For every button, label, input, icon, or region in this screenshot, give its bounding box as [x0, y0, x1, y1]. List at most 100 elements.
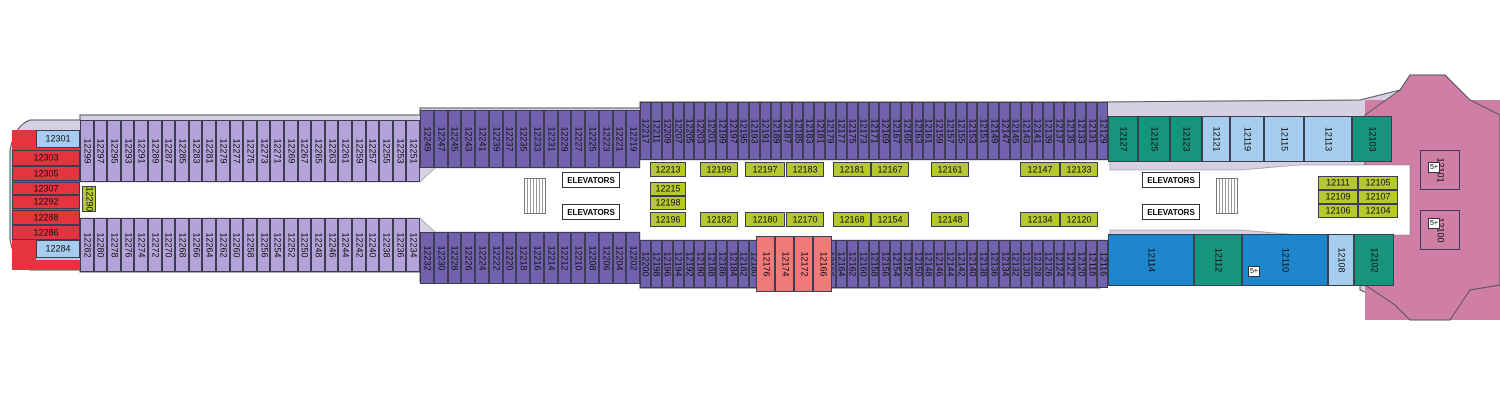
cabin-12241[interactable]: 12241 — [475, 110, 489, 168]
cabin-12153[interactable]: 12153 — [966, 102, 978, 160]
cabin-12114[interactable]: 12114 — [1108, 234, 1194, 286]
cabin-12189[interactable]: 12189 — [770, 102, 782, 160]
cabin-12245[interactable]: 12245 — [447, 110, 462, 168]
cabin-12100[interactable]: 12100 — [1420, 210, 1460, 250]
cabin-12246[interactable]: 12246 — [324, 218, 339, 272]
cabin-12174[interactable]: 12174 — [775, 236, 794, 292]
cabin-12229[interactable]: 12229 — [557, 110, 572, 168]
cabin-12134[interactable]: 12134 — [1020, 212, 1060, 227]
cabin-12122[interactable]: 12122 — [1064, 240, 1076, 288]
cabin-12111[interactable]: 12111 — [1318, 176, 1358, 190]
cabin-12132[interactable]: 12132 — [1010, 240, 1021, 288]
cabin-12263[interactable]: 12263 — [324, 120, 339, 182]
cabin-12257[interactable]: 12257 — [365, 120, 380, 182]
cabin-12184[interactable]: 12184 — [727, 240, 738, 288]
cabin-12237[interactable]: 12237 — [502, 110, 517, 168]
cabin-12239[interactable]: 12239 — [488, 110, 503, 168]
cabin-12262[interactable]: 12262 — [216, 218, 230, 272]
cabin-12161[interactable]: 12161 — [931, 162, 969, 177]
cabin-12280[interactable]: 12280 — [93, 218, 108, 272]
cabin-12240[interactable]: 12240 — [365, 218, 380, 272]
cabin-12293[interactable]: 12293 — [120, 120, 135, 182]
cabin-12168[interactable]: 12168 — [833, 212, 871, 227]
cabin-12197[interactable]: 12197 — [745, 162, 785, 177]
cabin-12275[interactable]: 12275 — [243, 120, 257, 182]
cabin-12225[interactable]: 12225 — [585, 110, 599, 168]
cabin-12224[interactable]: 12224 — [475, 232, 489, 284]
cabin-12234[interactable]: 12234 — [406, 218, 420, 272]
cabin-12119[interactable]: 12119 — [1230, 116, 1264, 162]
cabin-12179[interactable]: 12179 — [825, 102, 836, 160]
cabin-12155[interactable]: 12155 — [955, 102, 967, 160]
cabin-12161[interactable]: 12161 — [922, 102, 934, 160]
cabin-12190[interactable]: 12190 — [694, 240, 706, 288]
cabin-12212[interactable]: 12212 — [557, 232, 572, 284]
cabin-12197[interactable]: 12197 — [727, 102, 738, 160]
cabin-12136[interactable]: 12136 — [988, 240, 1000, 288]
cabin-12256[interactable]: 12256 — [256, 218, 271, 272]
cabin-12222[interactable]: 12222 — [488, 232, 503, 284]
cabin-12151[interactable]: 12151 — [977, 102, 989, 160]
cabin-12120[interactable]: 12120 — [1075, 240, 1087, 288]
cabin-12118[interactable]: 12118 — [1086, 240, 1098, 288]
cabin-12204[interactable]: 12204 — [612, 232, 627, 284]
cabin-12186[interactable]: 12186 — [716, 240, 728, 288]
cabin-12270[interactable]: 12270 — [161, 218, 176, 272]
cabin-12209[interactable]: 12209 — [661, 102, 673, 160]
cabin-12288[interactable]: 12288 — [12, 210, 80, 225]
cabin-12198[interactable]: 12198 — [650, 196, 686, 210]
cabin-12198[interactable]: 12198 — [650, 240, 662, 288]
cabin-12199[interactable]: 12199 — [716, 102, 728, 160]
cabin-12200[interactable]: 12200 — [640, 240, 651, 288]
cabin-12191[interactable]: 12191 — [759, 102, 771, 160]
cabin-12145[interactable]: 12145 — [1010, 102, 1021, 160]
cabin-12289[interactable]: 12289 — [148, 120, 162, 182]
cabin-12185[interactable]: 12185 — [792, 102, 804, 160]
cabin-12287[interactable]: 12287 — [161, 120, 176, 182]
cabin-12182[interactable]: 12182 — [700, 212, 738, 227]
cabin-12167[interactable]: 12167 — [890, 102, 902, 160]
cabin-12148[interactable]: 12148 — [931, 212, 969, 227]
cabin-12248[interactable]: 12248 — [311, 218, 325, 272]
cabin-12113[interactable]: 12113 — [1304, 116, 1352, 162]
cabin-12165[interactable]: 12165 — [901, 102, 913, 160]
cabin-12173[interactable]: 12173 — [857, 102, 869, 160]
cabin-12232[interactable]: 12232 — [420, 232, 434, 284]
cabin-12135[interactable]: 12135 — [1064, 102, 1076, 160]
cabin-12282[interactable]: 12282 — [80, 218, 94, 272]
cabin-12192[interactable]: 12192 — [683, 240, 695, 288]
cabin-12158[interactable]: 12158 — [868, 240, 880, 288]
cabin-12258[interactable]: 12258 — [243, 218, 257, 272]
cabin-12115[interactable]: 12115 — [1264, 116, 1304, 162]
cabin-12303[interactable]: 12303 — [12, 150, 80, 166]
cabin-12166[interactable]: 12166 — [813, 236, 832, 292]
cabin-12193[interactable]: 12193 — [748, 102, 760, 160]
cabin-12255[interactable]: 12255 — [379, 120, 393, 182]
cabin-12147[interactable]: 12147 — [999, 102, 1011, 160]
cabin-12103[interactable]: 12103 — [1352, 116, 1392, 162]
cabin-12143[interactable]: 12143 — [1020, 102, 1032, 160]
cabin-12236[interactable]: 12236 — [392, 218, 407, 272]
cabin-12107[interactable]: 12107 — [1358, 190, 1398, 204]
cabin-12124[interactable]: 12124 — [1053, 240, 1065, 288]
cabin-12267[interactable]: 12267 — [297, 120, 312, 182]
cabin-12106[interactable]: 12106 — [1318, 204, 1358, 218]
cabin-12260[interactable]: 12260 — [229, 218, 244, 272]
cabin-12123[interactable]: 12123 — [1170, 116, 1202, 162]
cabin-12142[interactable]: 12142 — [955, 240, 967, 288]
cabin-12227[interactable]: 12227 — [571, 110, 585, 168]
cabin-12129[interactable]: 12129 — [1097, 102, 1108, 160]
cabin-12164[interactable]: 12164 — [835, 240, 847, 288]
cabin-12187[interactable]: 12187 — [781, 102, 793, 160]
cabin-12221[interactable]: 12221 — [612, 110, 627, 168]
cabin-12211[interactable]: 12211 — [650, 102, 662, 160]
cabin-12203[interactable]: 12203 — [694, 102, 706, 160]
cabin-12292[interactable]: 12292 — [12, 195, 80, 209]
cabin-12216[interactable]: 12216 — [530, 232, 544, 284]
cabin-12215[interactable]: 12215 — [650, 182, 686, 196]
cabin-12223[interactable]: 12223 — [598, 110, 613, 168]
cabin-12285[interactable]: 12285 — [175, 120, 189, 182]
cabin-12295[interactable]: 12295 — [107, 120, 121, 182]
cabin-12125[interactable]: 12125 — [1138, 116, 1170, 162]
cabin-12147[interactable]: 12147 — [1020, 162, 1060, 177]
